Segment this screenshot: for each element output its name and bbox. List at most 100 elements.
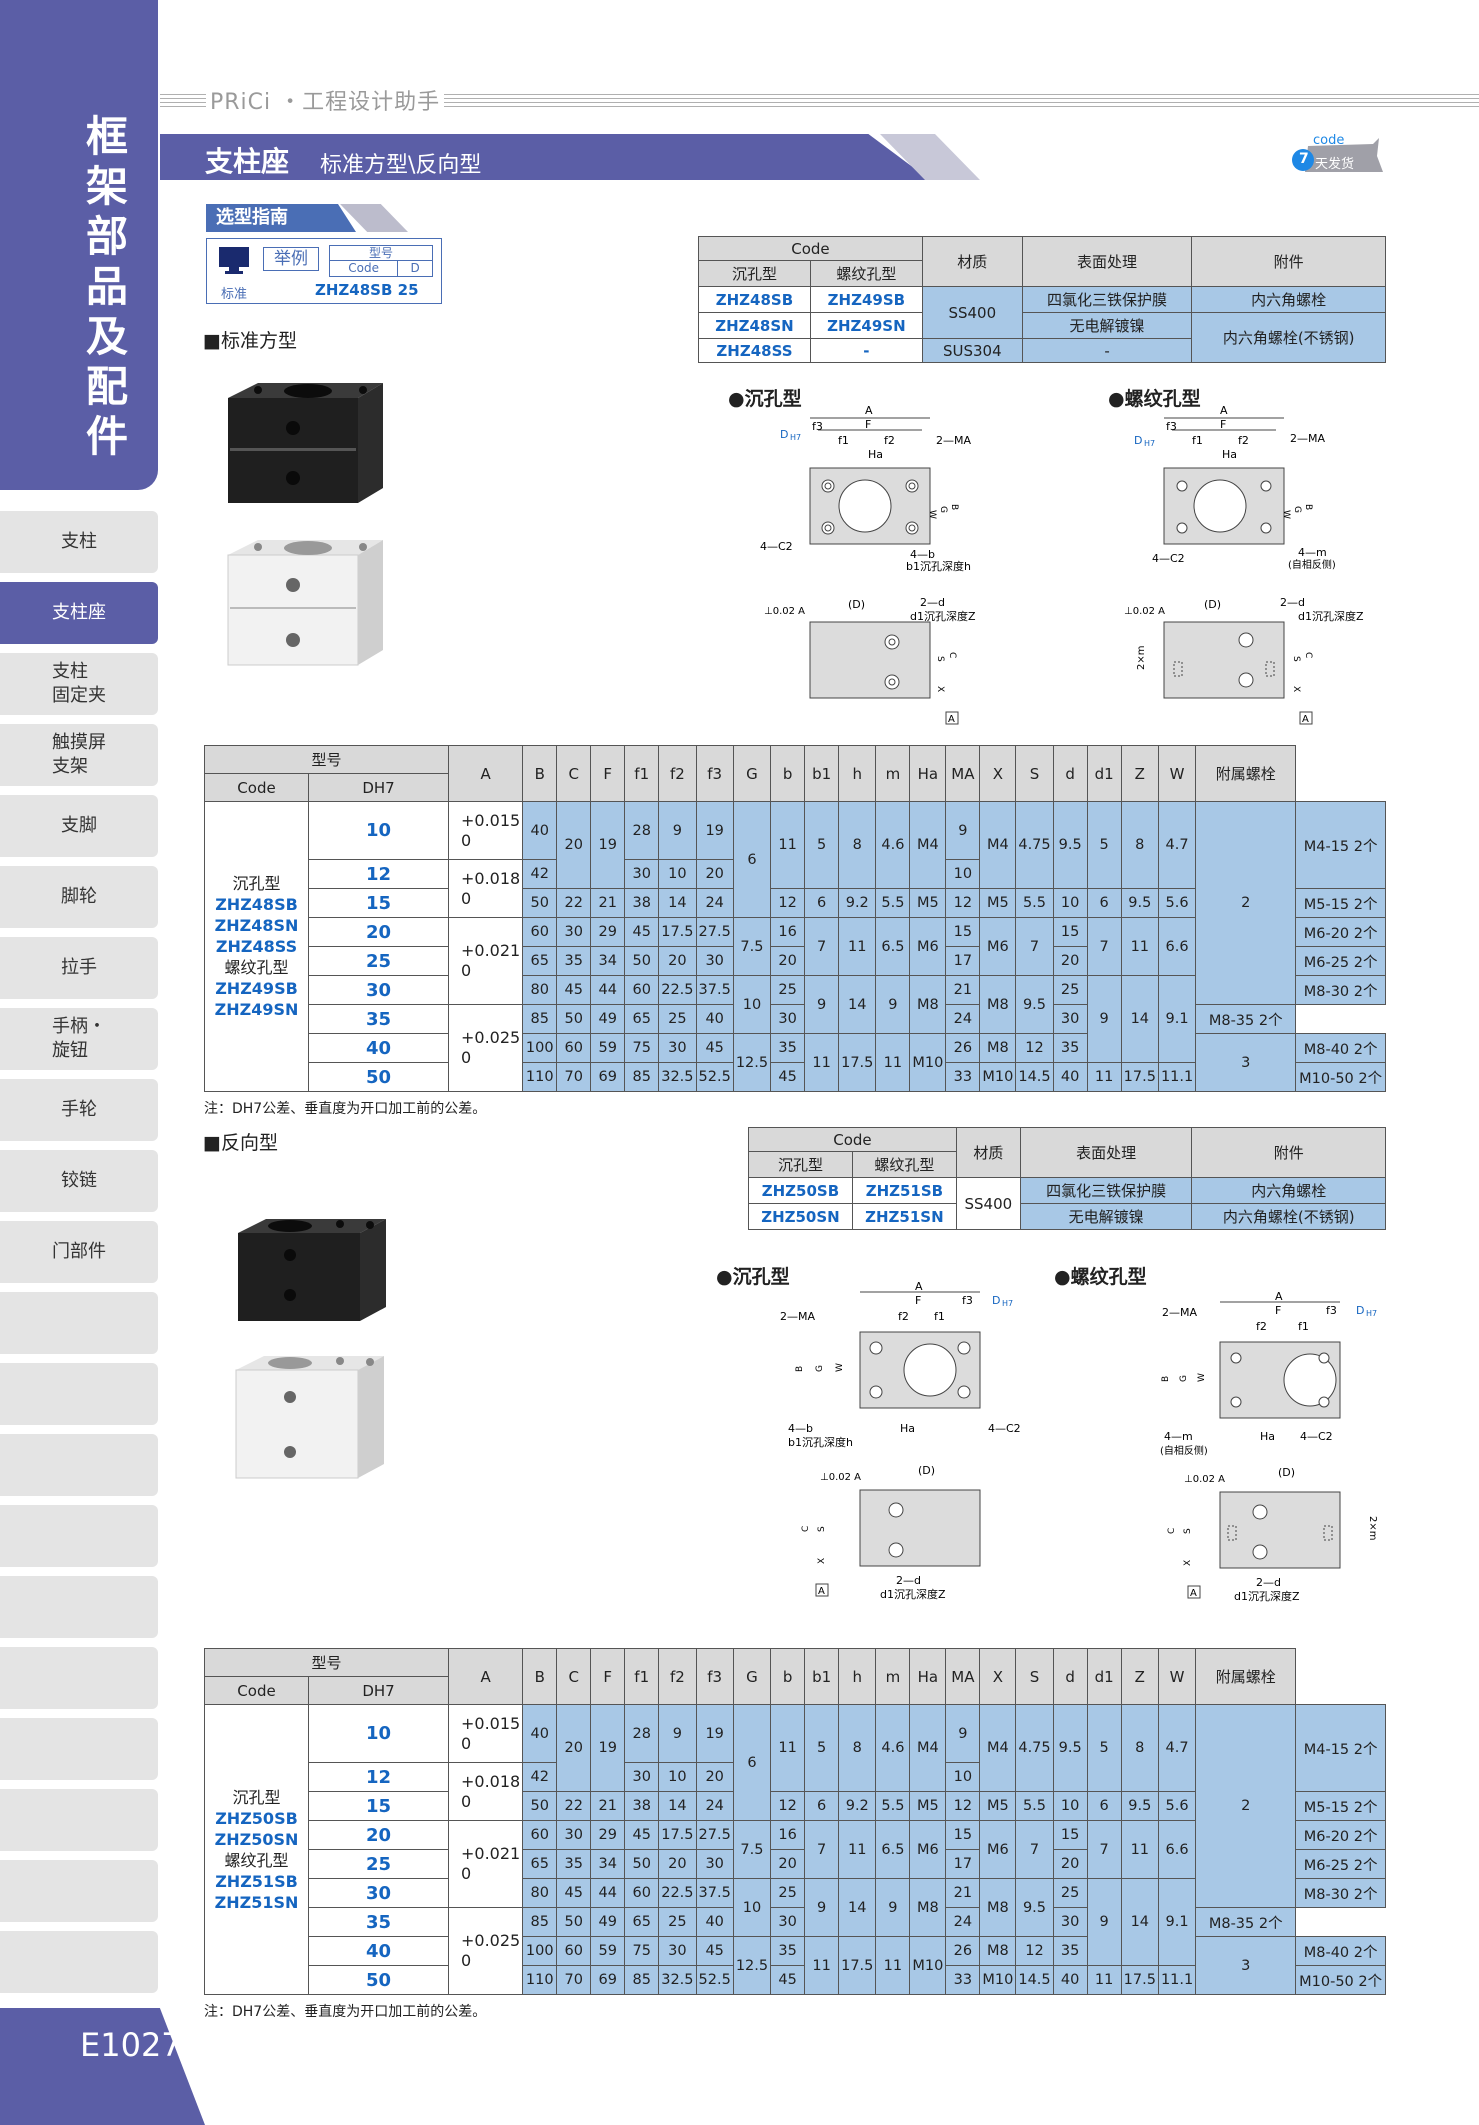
spec-cell: - [1021, 338, 1193, 363]
dim-cell: 9 [875, 975, 911, 1034]
spec-cell: 内六角螺栓(不锈钢) [1191, 1203, 1386, 1230]
dim-label: (D) [1278, 1466, 1295, 1479]
dim-cell: 44 [590, 975, 626, 1005]
dim-cell: 20 [695, 1762, 734, 1792]
dim-cell: 9 [658, 1704, 697, 1763]
sidebar-item-door-parts[interactable]: 门部件 [0, 1221, 158, 1283]
th-accessory: 附件 [1191, 236, 1386, 287]
dim-cell: 12 [945, 1791, 981, 1821]
sidebar-empty-item [0, 1576, 158, 1638]
code-label-line: ZHZ49SN [214, 1000, 299, 1019]
dim-label: 2—d [896, 1574, 921, 1587]
th-dh7: DH7 [308, 773, 449, 802]
th-code: Code [204, 773, 309, 802]
dim-label: 4—C2 [1152, 552, 1185, 565]
dim-cell: 24 [695, 1791, 734, 1821]
dim-cell: M8 [979, 1033, 1017, 1063]
dim-label: B [795, 1366, 805, 1372]
sidebar-item-touchscreen-stand[interactable]: 触摸屏 支架 [0, 724, 158, 786]
sidebar-item-pillar-base[interactable]: 支柱座 [0, 582, 158, 644]
th-f1: f1 [624, 745, 660, 802]
tol-value: +0.018 [461, 868, 521, 888]
code-label-line: ZHZ48SN [214, 916, 299, 935]
dim-cell: M10 [979, 1062, 1017, 1092]
dim-label: (自相反侧) [1160, 1444, 1208, 1457]
dim-cell: 8 [1120, 801, 1159, 889]
dim-label: f3 [1326, 1304, 1337, 1317]
sidebar-item-knobs[interactable]: 手柄・ 旋钮 [0, 1008, 158, 1070]
dim-label: A [948, 714, 955, 725]
th-code: Code [748, 1127, 957, 1152]
dim-label: B [1303, 504, 1313, 510]
dim-cell: 110 [522, 1062, 558, 1092]
dim-cell: 10 [945, 859, 981, 889]
drawing-thread-top: A F f3 f1 f2 2—MA D H7 Ha W G B 4—C2 4—m… [1124, 404, 1364, 725]
dim-cell: 25 [770, 1878, 806, 1908]
d-value: 10 [308, 1704, 449, 1763]
dim-cell: 60 [624, 975, 660, 1005]
dim-cell: 16 [770, 917, 806, 947]
dim-cell: 15 [945, 1820, 981, 1850]
dim-cell: 50 [556, 1004, 592, 1034]
sidebar-item-pillar[interactable]: 支柱 [0, 511, 158, 573]
dim-label: 2×m [1367, 1516, 1378, 1540]
code-label-line: 螺纹孔型 [224, 958, 289, 977]
dim-cell: 26 [945, 1936, 981, 1966]
dim-label: 2—MA [1290, 432, 1325, 445]
dim-label: d1沉孔深度Z [1234, 1589, 1300, 1603]
sidebar-item-handles[interactable]: 拉手 [0, 937, 158, 999]
d-value: 12 [308, 859, 449, 889]
dim-cell: 40 [522, 1704, 558, 1763]
th-h: h [838, 745, 877, 802]
dim-cell: 5 [1086, 1704, 1122, 1792]
dim-cell: 15 [1052, 917, 1088, 947]
dim-cell: 12 [770, 888, 806, 918]
th-thread: 螺纹孔型 [809, 260, 923, 287]
dim-cell: 110 [522, 1965, 558, 1995]
spec-cell: - [809, 338, 923, 363]
dim-label: S [817, 1526, 827, 1532]
th-s: S [1015, 745, 1054, 802]
dim-label: S [1183, 1528, 1193, 1534]
dim-cell: 35 [556, 1849, 592, 1879]
dim-cell: 19 [695, 1704, 734, 1763]
dim-cell: 9.5 [1120, 888, 1159, 918]
dim-cell: 60 [556, 1936, 592, 1966]
dim-cell: 14 [658, 888, 697, 918]
badge-text: 天发货 [1315, 157, 1355, 172]
d-value: 15 [308, 1791, 449, 1821]
dim-cell: 50 [522, 888, 558, 918]
standard-label: 标准 [221, 287, 248, 302]
dim-cell: 35 [556, 946, 592, 976]
sidebar-item-pillar-clamp[interactable]: 支柱 固定夹 [0, 653, 158, 715]
dim-cell: 11 [770, 1704, 806, 1792]
th-model: 型号 [204, 745, 449, 774]
dim-cell: 12 [1015, 1033, 1054, 1063]
sidebar-item-handwheel[interactable]: 手轮 [0, 1079, 158, 1141]
dim-cell: 2 [1195, 801, 1297, 1005]
sidebar-item-hinges[interactable]: 铰链 [0, 1150, 158, 1212]
code-label-line: ZHZ48SS [215, 937, 298, 956]
dim-cell: 100 [522, 1936, 558, 1966]
dim-cell: 80 [522, 1878, 558, 1908]
dim-cell: 4.7 [1157, 801, 1197, 889]
dim-label: 4—C2 [988, 1422, 1021, 1435]
th-m: m [875, 745, 911, 802]
dim-cell: 21 [945, 1878, 981, 1908]
product-image-silver [227, 540, 383, 666]
d-value: 50 [308, 1062, 449, 1092]
dim-label: D [992, 1294, 1000, 1307]
dim-cell: 9.1 [1157, 975, 1197, 1063]
sidebar-item-feet[interactable]: 支脚 [0, 795, 158, 857]
sidebar-item-casters[interactable]: 脚轮 [0, 866, 158, 928]
tol-value: +0.021 [461, 1844, 521, 1863]
dim-cell: M5 [979, 1791, 1017, 1821]
dim-label: ⊥0.02 A [764, 606, 805, 617]
page-number: E1027 [80, 2026, 182, 2064]
dim-cell: 50 [522, 1791, 558, 1821]
dim-label: B [949, 504, 959, 510]
dim-cell: 14 [838, 1878, 877, 1937]
dim-cell: 20 [1052, 1849, 1088, 1879]
